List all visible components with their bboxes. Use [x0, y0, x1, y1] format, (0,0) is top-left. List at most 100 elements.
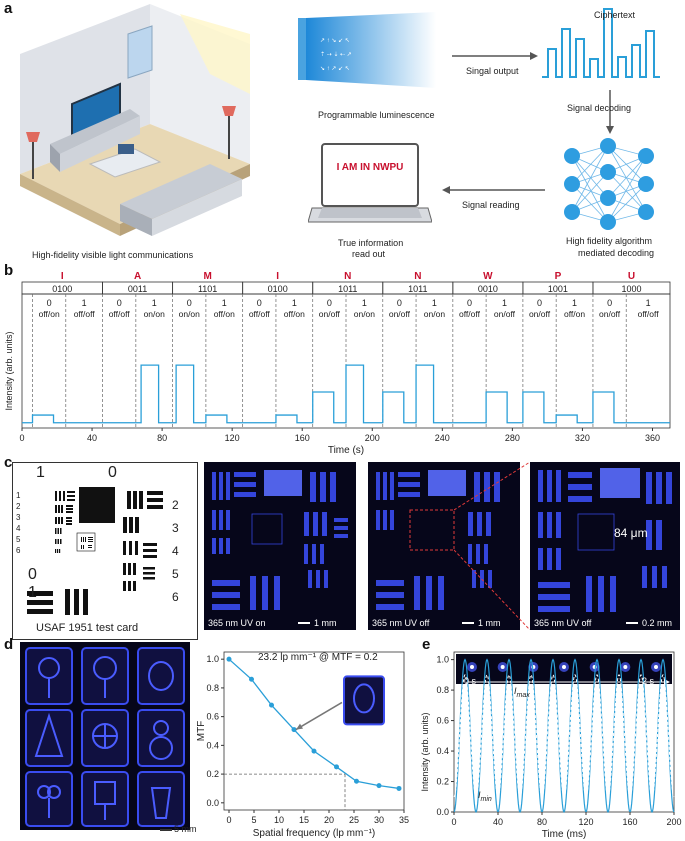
photo3-scale: 0.2 mm — [642, 618, 673, 628]
state-label: on/off — [599, 309, 621, 319]
card-right-number: 3 — [172, 521, 179, 535]
spot-core — [500, 665, 505, 669]
photo3-label: 365 nm UV off — [534, 618, 592, 628]
card-group-top-right: 0 — [108, 464, 117, 481]
x-axis-label: Spatial frequency (lp mm⁻¹) — [253, 828, 376, 839]
mtf-annotation: 23.2 lp mm⁻¹ @ MTF = 0.2 — [258, 652, 378, 663]
x-tick-label: 30 — [374, 815, 384, 825]
ciphertext-wave — [542, 8, 660, 78]
code-value: 0011 — [128, 284, 147, 294]
state-label: off/on — [39, 309, 60, 319]
code-value: 1101 — [198, 284, 217, 294]
chart-b: I0100A0011M1101I0100N1011N1011W0010P1001… — [4, 271, 671, 456]
code-letter: N — [344, 271, 351, 282]
spot-core — [623, 665, 628, 669]
y-axis-label: Intensity (arb. units) — [4, 331, 14, 410]
pattern-grid-photo — [20, 642, 190, 830]
mtf-point — [226, 656, 232, 662]
svg-text:⇡ ⇢ ⇣ ⇠ ↗: ⇡ ⇢ ⇣ ⇠ ↗ — [320, 51, 352, 58]
pattern-scalebar — [160, 829, 172, 831]
photo-uv-on — [204, 462, 356, 630]
imax-label: Imax — [514, 686, 530, 699]
inset-leaf-icon — [353, 683, 375, 714]
state-label: off/on — [284, 309, 305, 319]
bit-label: 1 — [152, 298, 157, 308]
pattern-scale: 5 mm — [174, 824, 197, 834]
code-value: 1011 — [338, 284, 357, 294]
photo1-scalebar — [298, 622, 310, 624]
x-tick-label: 240 — [435, 433, 450, 443]
state-label: on/off — [529, 309, 551, 319]
x-tick-label: 10 — [274, 815, 284, 825]
mtf-point — [249, 676, 254, 682]
state-label: on/on — [424, 309, 446, 319]
code-value: 0010 — [478, 284, 498, 294]
laptop-screen-text: I AM IN NWPU — [336, 162, 404, 173]
bit-label: 1 — [572, 298, 577, 308]
inset-arrow — [295, 701, 343, 731]
mtf-point — [396, 785, 402, 791]
x-tick-label: 200 — [666, 817, 681, 827]
x-tick-label: 320 — [575, 433, 590, 443]
svg-text:↘ ↑ ↗ ↙ ↖: ↘ ↑ ↗ ↙ ↖ — [320, 66, 350, 72]
state-label: off/off — [249, 309, 271, 319]
intensity-curve — [453, 658, 675, 814]
x-tick-label: 0 — [226, 815, 231, 825]
imin-sub: min — [480, 795, 492, 803]
state-label: on/on — [354, 309, 376, 319]
x-tick-label: 120 — [578, 817, 593, 827]
card-group-top-left: 1 — [36, 464, 45, 481]
x-axis-label: Time (s) — [328, 445, 364, 456]
state-label: off/off — [74, 309, 96, 319]
usaf-pattern — [27, 487, 163, 615]
state-label: on/off — [494, 309, 516, 319]
test-card-caption: USAF 1951 test card — [36, 622, 139, 634]
panel-label-d: d — [4, 636, 14, 653]
x-tick-label: 35 — [399, 815, 409, 825]
inset-photo — [343, 675, 385, 726]
x-tick-label: 15 — [299, 815, 309, 825]
x-tick-label: 20 — [324, 815, 334, 825]
photo-zoomed — [530, 462, 680, 630]
x-tick-label: 80 — [537, 817, 547, 827]
x-axis-label: Time (ms) — [542, 829, 587, 840]
y-tick-label: 0.8 — [206, 683, 219, 693]
usaf-test-card — [12, 462, 198, 640]
bit-label: 1 — [432, 298, 437, 308]
x-tick-label: 80 — [157, 433, 167, 443]
card-left-number: 4 — [16, 524, 21, 533]
state-label: on/on — [179, 309, 201, 319]
signal-decoding-arrow — [606, 90, 614, 134]
code-letter: U — [628, 271, 635, 282]
x-tick-label: 200 — [365, 433, 380, 443]
state-label: off/on — [564, 309, 585, 319]
y-tick-label: 0.4 — [206, 740, 219, 750]
algorithm-caption-1: High fidelity algorithm — [566, 236, 653, 246]
state-label: on/off — [389, 309, 411, 319]
imin-label: Imin — [478, 790, 492, 803]
spot-core — [562, 665, 566, 669]
bit-label: 0 — [117, 298, 122, 308]
photo1-scale: 1 mm — [314, 618, 337, 628]
bit-label: 0 — [327, 298, 332, 308]
x-tick-label: 280 — [505, 433, 520, 443]
imax-symbol: I — [514, 686, 517, 696]
ciphertext-label: Ciphertext — [594, 10, 636, 20]
code-value: 1000 — [621, 284, 641, 294]
x-tick-label: 0 — [451, 817, 456, 827]
spot-core — [654, 665, 658, 669]
bit-label: 0 — [257, 298, 262, 308]
photo3-annotation: 84 μm — [614, 526, 648, 540]
state-label: on/off — [319, 309, 341, 319]
x-tick-label: 5 — [251, 815, 256, 825]
pattern-grid — [25, 647, 185, 827]
photo2-scalebar — [462, 622, 474, 624]
bit-label: 0 — [397, 298, 402, 308]
time-start: 0 s — [464, 676, 477, 686]
panel-label-e: e — [422, 636, 431, 653]
signal-trace — [22, 364, 670, 424]
state-label: off/on — [214, 309, 235, 319]
y-axis-label: Intensity (arb. units) — [420, 712, 430, 791]
card-right-number: 2 — [172, 498, 179, 512]
algorithm-caption-2: mediated decoding — [578, 248, 655, 258]
